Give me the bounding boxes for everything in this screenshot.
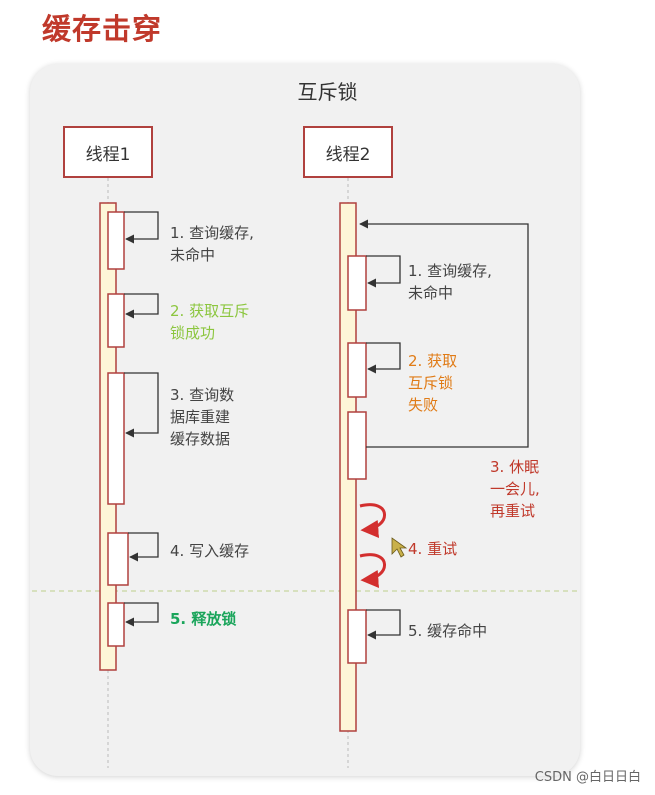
- thread2-step-2: 2. 获取 互斥锁 失败: [408, 352, 458, 414]
- thread1-step-1: 1. 查询缓存, 未命中: [170, 224, 254, 264]
- thread1-box-4: [107, 532, 129, 586]
- diagram-title: 互斥锁: [297, 80, 358, 104]
- thread1-box-1: [107, 211, 125, 270]
- retry-arrow-1: [359, 503, 386, 538]
- actor-thread2: 线程2: [303, 126, 393, 178]
- thread2-arrow-3-loop: [359, 219, 529, 448]
- thread2-arrow-1: [366, 255, 401, 288]
- thread2-box-5: [347, 609, 367, 664]
- cursor-icon: [391, 537, 408, 558]
- thread1-arrow-3: [124, 372, 159, 438]
- thread1-arrow-5: [124, 602, 159, 627]
- thread2-arrow-5: [366, 609, 401, 640]
- thread1-arrow-1: [124, 211, 159, 244]
- thread1-box-3: [107, 372, 125, 505]
- thread2-step-3: 3. 休眠 一会儿, 再重试: [490, 458, 540, 520]
- thread2-step-4: 4. 重试: [408, 540, 458, 558]
- thread1-step-5: 5. 释放锁: [170, 610, 237, 628]
- thread2-box-2: [347, 342, 367, 398]
- actor-thread1: 线程1: [63, 126, 153, 178]
- retry-arrow-2: [359, 553, 386, 588]
- thread2-step-1: 1. 查询缓存, 未命中: [408, 262, 492, 302]
- page-title: 缓存击穿: [42, 12, 163, 46]
- thread2-arrow-2: [366, 342, 401, 374]
- thread1-box-2: [107, 293, 125, 348]
- thread2-box-1: [347, 255, 367, 311]
- watermark: CSDN @白日日白: [534, 770, 641, 785]
- thread1-step-2: 2. 获取互斥 锁成功: [170, 302, 250, 342]
- thread2-step-5: 5. 缓存命中: [408, 622, 488, 640]
- thread1-arrow-2: [124, 293, 159, 319]
- thread1-box-5: [107, 602, 125, 647]
- thread1-arrow-4: [128, 532, 159, 562]
- thread1-step-3: 3. 查询数 据库重建 缓存数据: [170, 386, 235, 448]
- thread1-step-4: 4. 写入缓存: [170, 542, 250, 560]
- thread2-box-3: [347, 411, 367, 480]
